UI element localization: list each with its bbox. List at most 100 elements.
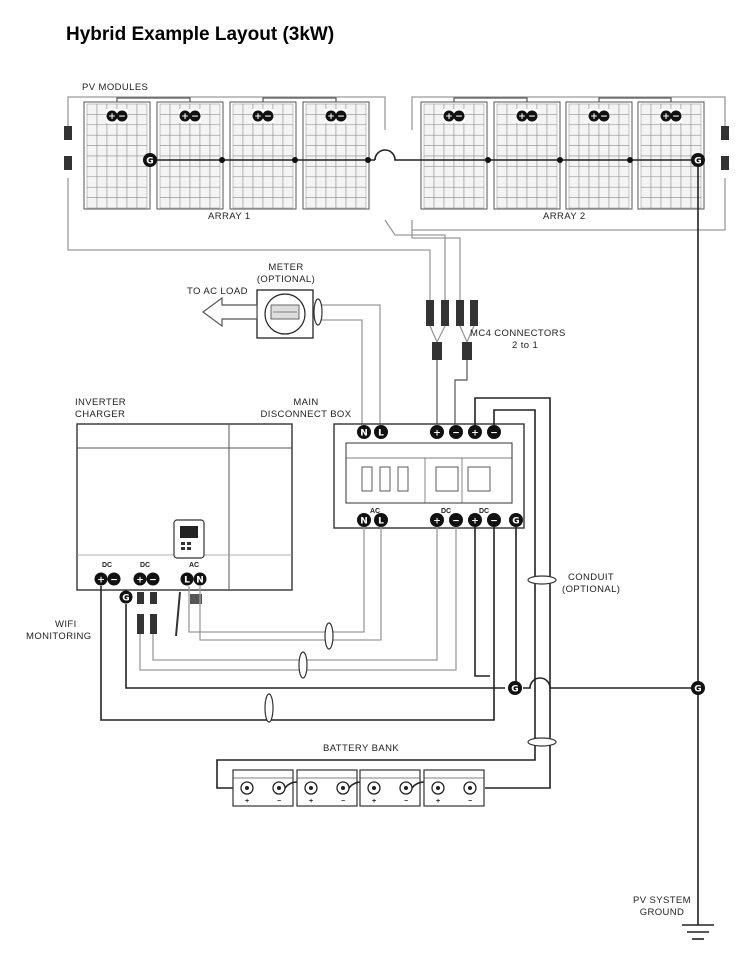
svg-text:−: − xyxy=(277,798,281,805)
svg-text:G: G xyxy=(512,517,519,527)
inverter-charger xyxy=(76,423,293,591)
svg-text:−: − xyxy=(455,112,463,122)
battery-positive-wire xyxy=(474,397,551,789)
svg-text:+: + xyxy=(108,112,116,122)
panel-jumper xyxy=(116,97,191,102)
main-ground-terminal: G xyxy=(691,681,705,695)
svg-text:−: − xyxy=(490,517,498,527)
disconnect-top-terminals: N L + − + − xyxy=(357,425,501,439)
wifi-dongle xyxy=(175,591,202,637)
svg-text:−: − xyxy=(672,112,680,122)
svg-text:+: + xyxy=(433,429,441,439)
svg-text:L: L xyxy=(378,429,384,439)
battery-4: +− xyxy=(423,769,485,807)
svg-text:−: − xyxy=(600,112,608,122)
svg-text:N: N xyxy=(360,517,368,527)
array1-ground-terminal: G xyxy=(143,153,157,167)
panel-junction-box: +− xyxy=(443,109,465,123)
panel-jumper xyxy=(262,97,337,102)
svg-text:−: − xyxy=(452,517,460,527)
conduit-label-2: (OPTIONAL) xyxy=(562,584,620,595)
disconnect-label-1: MAIN xyxy=(293,397,318,408)
ground-junction-terminal: G xyxy=(508,681,522,695)
meter-conduit-ring xyxy=(313,298,323,326)
svg-text:−: − xyxy=(191,112,199,122)
svg-text:N: N xyxy=(360,429,368,439)
disconnect-dc2-label: DC xyxy=(479,508,489,515)
svg-text:−: − xyxy=(468,798,472,805)
disconnect-label-2: DISCONNECT BOX xyxy=(261,409,352,420)
svg-text:L: L xyxy=(378,517,384,527)
array2-label: ARRAY 2 xyxy=(543,211,586,222)
svg-text:+: + xyxy=(662,112,670,122)
array1-panel-1: +− xyxy=(83,101,151,210)
main-disconnect-box xyxy=(333,423,525,529)
svg-text:+: + xyxy=(327,112,335,122)
pv-dc-conduit-ring xyxy=(298,651,308,679)
svg-text:−: − xyxy=(452,429,460,439)
array1-panel-2: +− xyxy=(156,101,224,210)
svg-text:L: L xyxy=(184,576,190,586)
svg-text:G: G xyxy=(511,685,518,695)
array2-ground-terminal: G xyxy=(691,153,705,167)
earth-ground-icon xyxy=(682,924,714,940)
pv-dc-positive-wire xyxy=(139,527,457,671)
meter-label-2: (OPTIONAL) xyxy=(257,274,315,285)
svg-text:+: + xyxy=(97,576,105,586)
array1-panel-3: +− xyxy=(229,101,297,210)
inverter-dc1-label: DC xyxy=(102,562,112,569)
svg-text:−: − xyxy=(110,576,118,586)
mc4-label-2: 2 to 1 xyxy=(512,340,538,351)
battery-3: +− xyxy=(359,769,421,807)
conduit-ring-lower xyxy=(527,737,557,747)
svg-text:−: − xyxy=(528,112,536,122)
array-side-connectors xyxy=(64,126,729,170)
svg-text:G: G xyxy=(146,157,153,167)
svg-text:−: − xyxy=(341,798,345,805)
array-wiring xyxy=(67,96,726,300)
disconnect-bottom-terminals: N L + − + − G xyxy=(357,513,523,527)
svg-text:+: + xyxy=(245,798,249,805)
meter-label-1: METER xyxy=(268,262,303,273)
wifi-label-1: WIFI xyxy=(55,619,77,630)
array1-panel-4: +− xyxy=(302,101,370,210)
panel-jumper xyxy=(453,97,528,102)
conduit-label-1: CONDUIT xyxy=(568,572,614,583)
pv-dc-negative-wire xyxy=(152,527,438,661)
svg-text:−: − xyxy=(149,576,157,586)
mc4-connectors xyxy=(426,300,478,360)
battery-bank-label: BATTERY BANK xyxy=(323,743,399,754)
panel-junction-box: +− xyxy=(516,109,538,123)
panel-junction-box: +− xyxy=(252,109,274,123)
disconnect-dc1-label: DC xyxy=(441,508,451,515)
array-2: +−+−+−+− xyxy=(420,97,705,210)
batt-dc-negative-wire xyxy=(474,527,490,677)
meter-wire-n xyxy=(313,319,363,425)
svg-text:+: + xyxy=(445,112,453,122)
ac-load-arrow-icon xyxy=(201,296,258,328)
inverter-terminals: + − + − L N G xyxy=(94,572,207,604)
svg-text:+: + xyxy=(471,517,479,527)
svg-text:−: − xyxy=(118,112,126,122)
svg-text:+: + xyxy=(471,429,479,439)
svg-text:−: − xyxy=(490,429,498,439)
main-ground-bus xyxy=(523,677,698,689)
batt-dc-positive-wire xyxy=(100,527,495,721)
array2-panel-2: +− xyxy=(493,101,561,210)
svg-text:+: + xyxy=(518,112,526,122)
inverter-ac-label: AC xyxy=(189,562,199,569)
page-title: Hybrid Example Layout (3kW) xyxy=(66,24,334,45)
meter-wire-l xyxy=(313,304,381,425)
svg-text:+: + xyxy=(136,576,144,586)
bus-dots xyxy=(219,157,633,163)
svg-text:+: + xyxy=(181,112,189,122)
panel-junction-box: +− xyxy=(106,109,128,123)
svg-text:+: + xyxy=(372,798,376,805)
pv-negative-wire xyxy=(454,360,468,425)
ground-label-1: PV SYSTEM xyxy=(633,895,691,906)
ground-bus-jumper xyxy=(374,149,405,161)
array2-panel-3: +− xyxy=(565,101,633,210)
inverter-ground-wire xyxy=(125,604,505,689)
ac-conduit-ring xyxy=(324,622,334,650)
